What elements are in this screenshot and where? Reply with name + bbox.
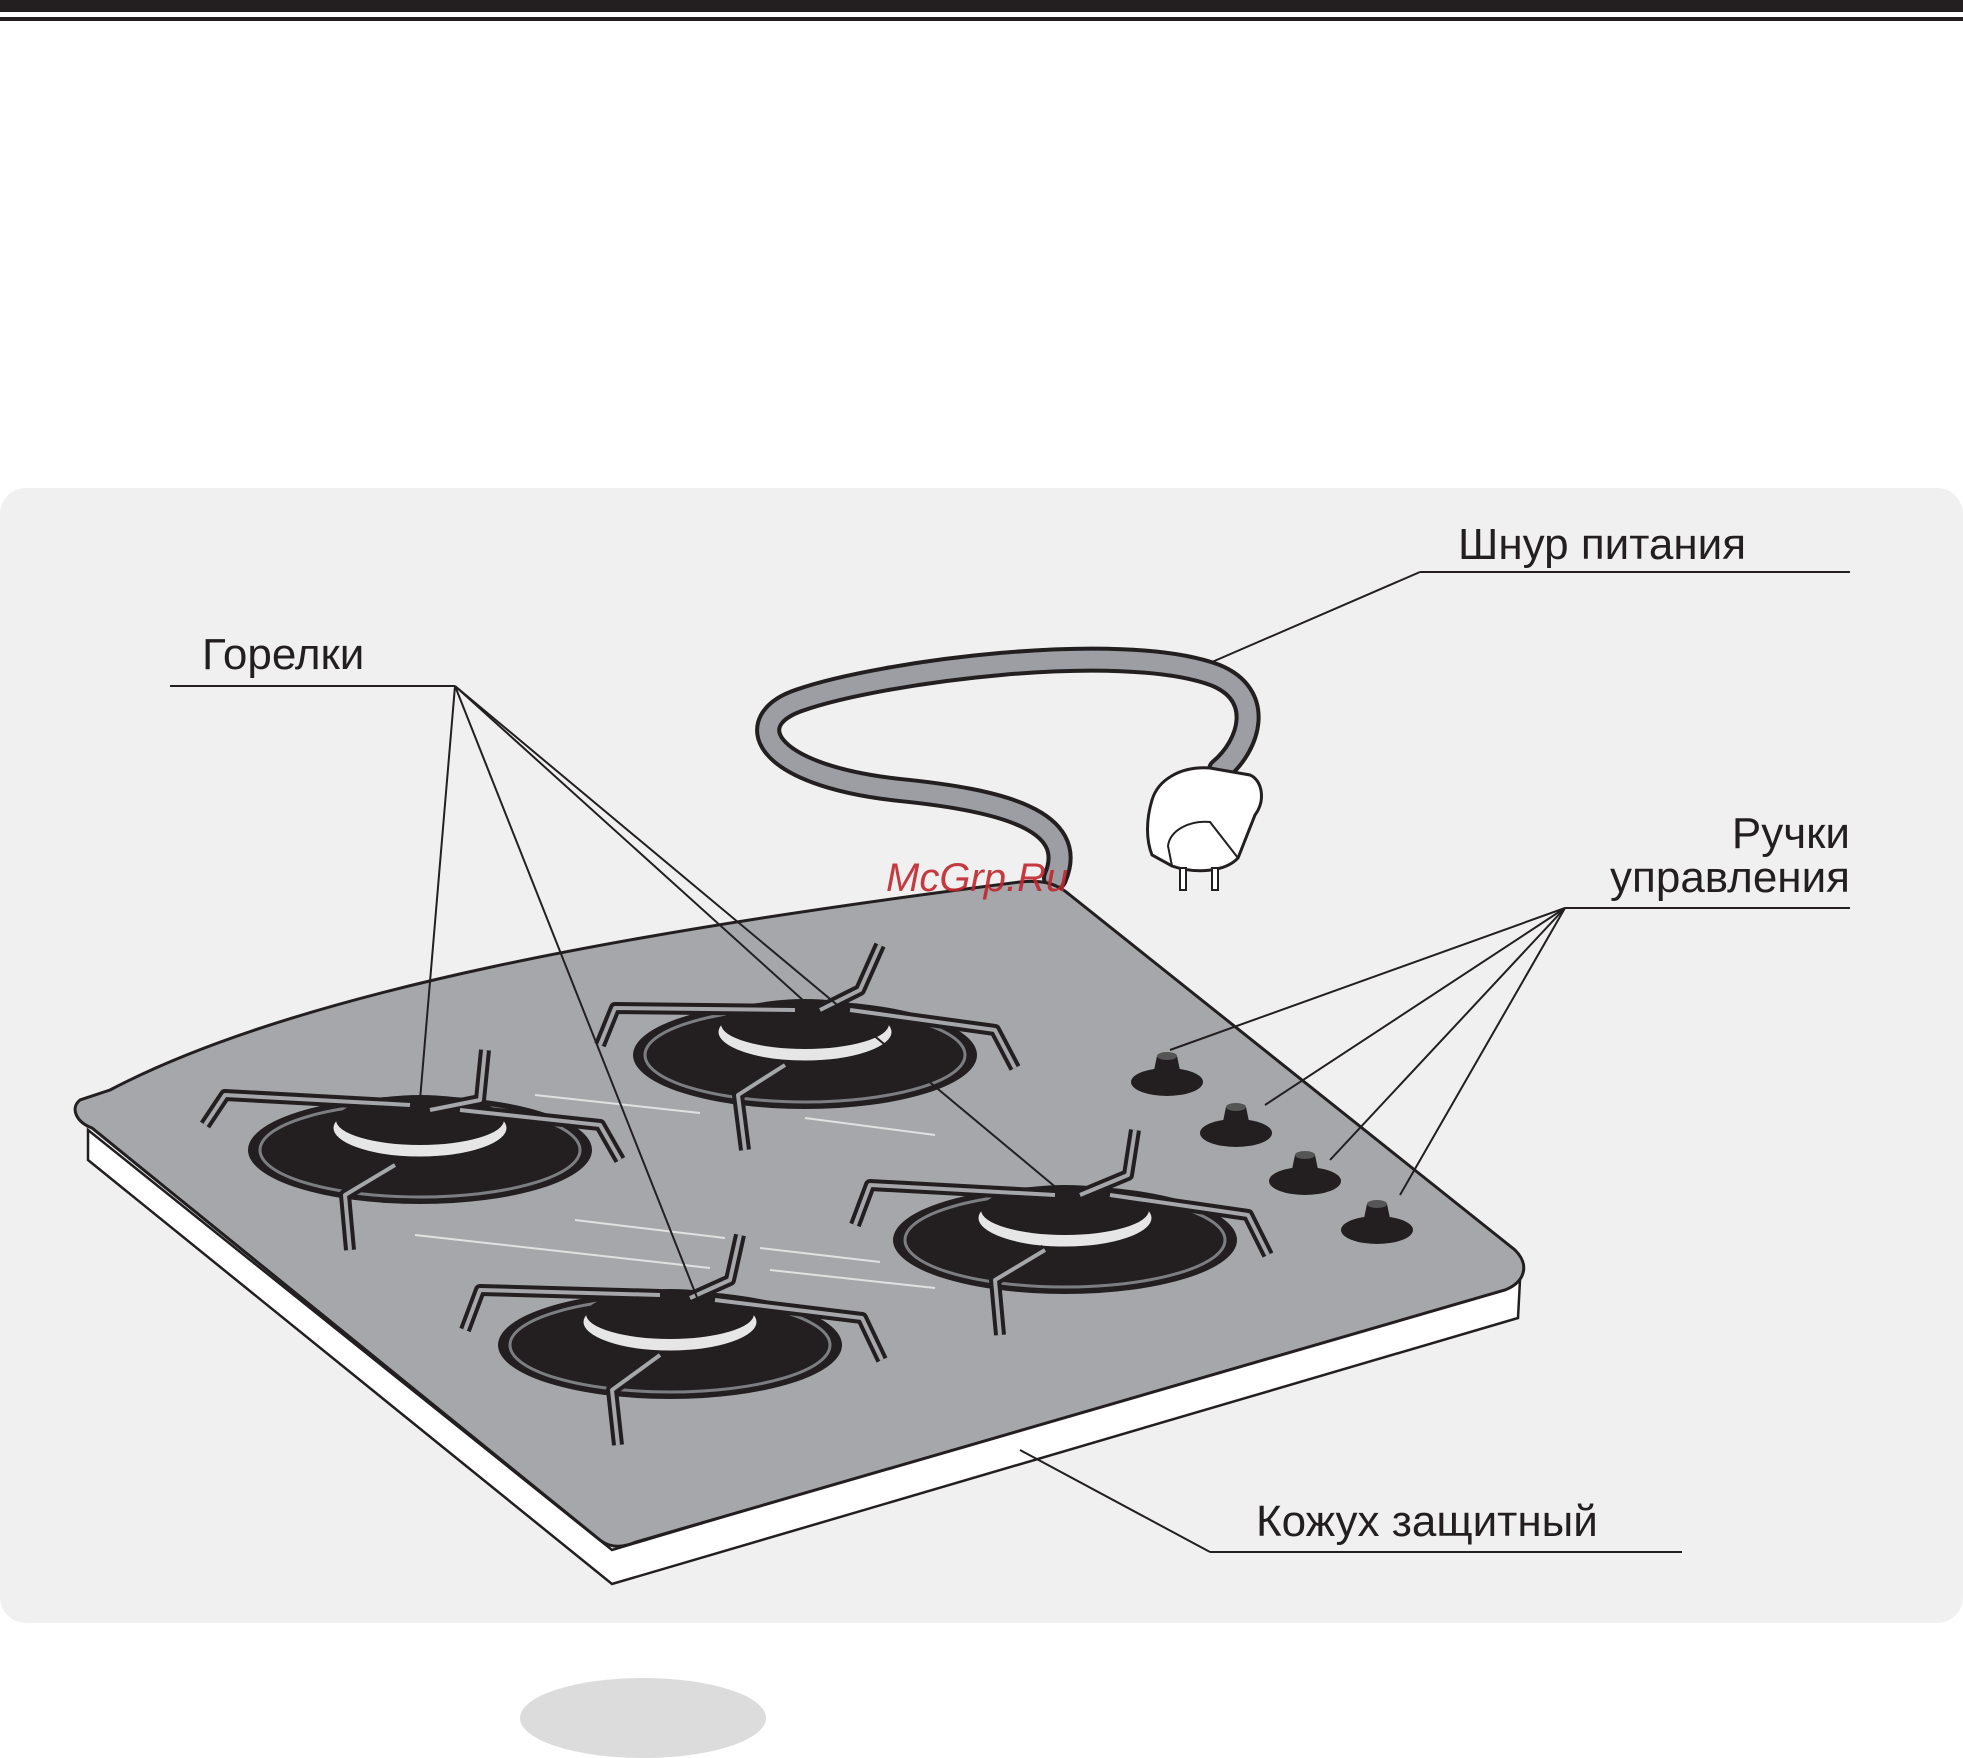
watermark: McGrp.Ru (886, 858, 1068, 898)
label-burners: Горелки (202, 633, 364, 677)
label-power-cord: Шнур питания (1458, 523, 1746, 567)
hob-top (75, 881, 1524, 1546)
plug (1148, 768, 1262, 890)
label-control-knobs-line1: Ручки (1568, 812, 1850, 856)
label-protective-casing: Кожух защитный (1256, 1500, 1598, 1544)
label-control-knobs: Ручки управления (1568, 812, 1850, 900)
page-number-oval (520, 1678, 766, 1758)
label-control-knobs-line2: управления (1568, 856, 1850, 900)
